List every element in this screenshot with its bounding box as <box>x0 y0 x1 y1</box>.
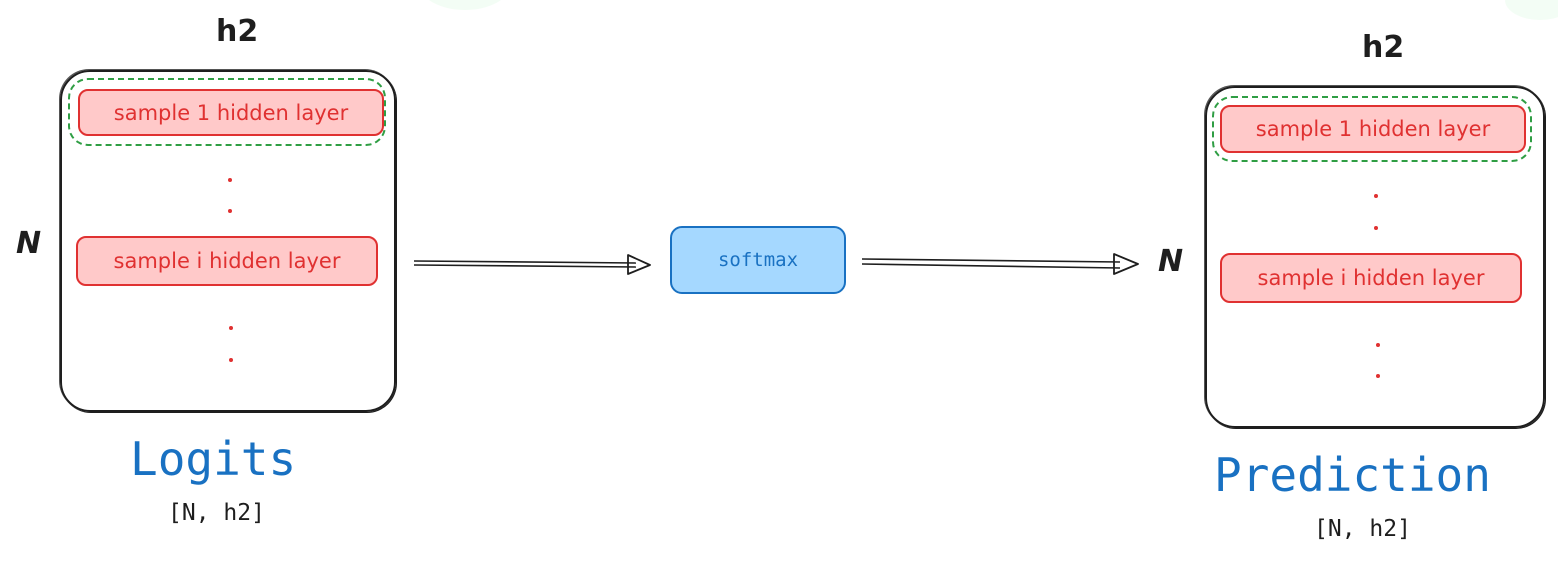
logits-shape: [N, h2] <box>168 500 265 526</box>
ellipsis-dot <box>1374 226 1378 230</box>
arrow-to-softmax <box>413 254 651 275</box>
softmax-node: softmax <box>670 226 846 294</box>
ellipsis-dot <box>1374 194 1378 198</box>
prediction-shape: [N, h2] <box>1314 516 1411 542</box>
ellipsis-dot <box>228 209 232 213</box>
logits-row-sample-1: sample 1 hidden layer <box>78 89 384 136</box>
prediction-title: Prediction <box>1214 448 1491 502</box>
prediction-row-sample-1: sample 1 hidden layer <box>1220 105 1526 153</box>
ellipsis-dot <box>229 358 233 362</box>
logits-title: Logits <box>130 432 297 486</box>
ellipsis-dot <box>1376 374 1380 378</box>
prediction-matrix <box>1205 86 1545 428</box>
logits-row-sample-i: sample i hidden layer <box>76 236 378 286</box>
logits-selected-row-group <box>68 78 386 146</box>
left-dim-top-label: h2 <box>216 14 259 49</box>
prediction-row-sample-i: sample i hidden layer <box>1220 253 1522 303</box>
logits-matrix <box>60 70 396 412</box>
right-dim-side-label: N <box>1158 244 1184 279</box>
prediction-selected-row-group <box>1212 96 1532 162</box>
background-blob <box>1505 0 1558 20</box>
arrow-to-prediction <box>861 253 1139 275</box>
ellipsis-dot <box>229 326 233 330</box>
right-dim-top-label: h2 <box>1362 30 1405 65</box>
ellipsis-dot <box>228 178 232 182</box>
left-dim-side-label: N <box>16 226 42 261</box>
ellipsis-dot <box>1376 343 1380 347</box>
background-blob <box>420 0 510 10</box>
